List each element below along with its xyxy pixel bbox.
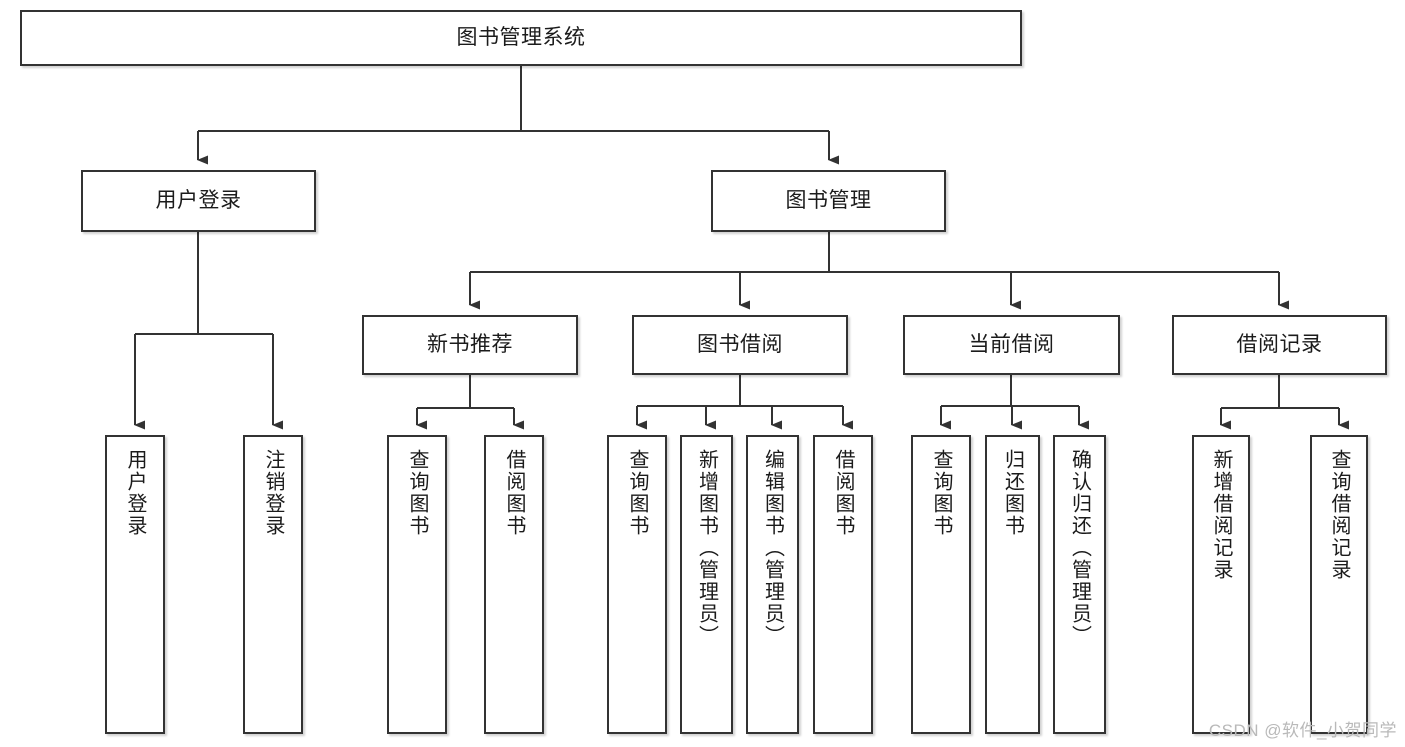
node-leaf-0[interactable]: 用户登录 xyxy=(105,435,165,734)
node-leaf-10[interactable]: 确认归还（管理员） xyxy=(1053,435,1106,734)
node-level2-2-label: 当前借阅 xyxy=(968,332,1055,356)
node-leaf-1[interactable]: 注销登录 xyxy=(243,435,303,734)
node-leaf-1-label: 注销登录 xyxy=(262,449,284,537)
node-leaf-8-label: 查询图书 xyxy=(930,449,952,537)
node-leaf-11-label: 新增借阅记录 xyxy=(1210,449,1232,581)
node-leaf-11[interactable]: 新增借阅记录 xyxy=(1192,435,1250,734)
node-leaf-2[interactable]: 查询图书 xyxy=(387,435,447,734)
node-leaf-7-label: 借阅图书 xyxy=(832,449,854,537)
node-leaf-4[interactable]: 查询图书 xyxy=(607,435,667,734)
node-leaf-6-label: 编辑图书（管理员） xyxy=(761,449,784,647)
node-root[interactable]: 图书管理系统 xyxy=(20,10,1022,66)
node-leaf-9-label: 归还图书 xyxy=(1001,449,1024,537)
node-level2-3-label: 借阅记录 xyxy=(1236,332,1323,356)
node-leaf-9[interactable]: 归还图书 xyxy=(985,435,1040,734)
node-leaf-3-label: 借阅图书 xyxy=(503,449,525,537)
node-level2-3[interactable]: 借阅记录 xyxy=(1172,315,1387,375)
node-leaf-5-label: 新增图书（管理员） xyxy=(695,449,718,647)
node-leaf-0-label: 用户登录 xyxy=(124,449,146,537)
node-root-label: 图书管理系统 xyxy=(456,25,586,49)
node-leaf-4-label: 查询图书 xyxy=(626,449,648,537)
node-level1-1-label: 图书管理 xyxy=(785,188,872,212)
node-leaf-6[interactable]: 编辑图书（管理员） xyxy=(746,435,799,734)
node-leaf-2-label: 查询图书 xyxy=(406,449,428,537)
node-level2-2[interactable]: 当前借阅 xyxy=(903,315,1120,375)
node-leaf-3[interactable]: 借阅图书 xyxy=(484,435,544,734)
node-level2-1[interactable]: 图书借阅 xyxy=(632,315,848,375)
node-level1-0[interactable]: 用户登录 xyxy=(81,170,316,232)
node-leaf-5[interactable]: 新增图书（管理员） xyxy=(680,435,733,734)
node-leaf-8[interactable]: 查询图书 xyxy=(911,435,971,734)
node-level1-0-label: 用户登录 xyxy=(155,188,242,212)
node-level1-1[interactable]: 图书管理 xyxy=(711,170,946,232)
node-level2-1-label: 图书借阅 xyxy=(697,332,783,356)
node-leaf-7[interactable]: 借阅图书 xyxy=(813,435,873,734)
node-level2-0-label: 新书推荐 xyxy=(427,332,513,356)
node-leaf-12-label: 查询借阅记录 xyxy=(1328,449,1350,581)
node-level2-0[interactable]: 新书推荐 xyxy=(362,315,578,375)
node-leaf-10-label: 确认归还（管理员） xyxy=(1068,449,1091,647)
node-leaf-12[interactable]: 查询借阅记录 xyxy=(1310,435,1368,734)
